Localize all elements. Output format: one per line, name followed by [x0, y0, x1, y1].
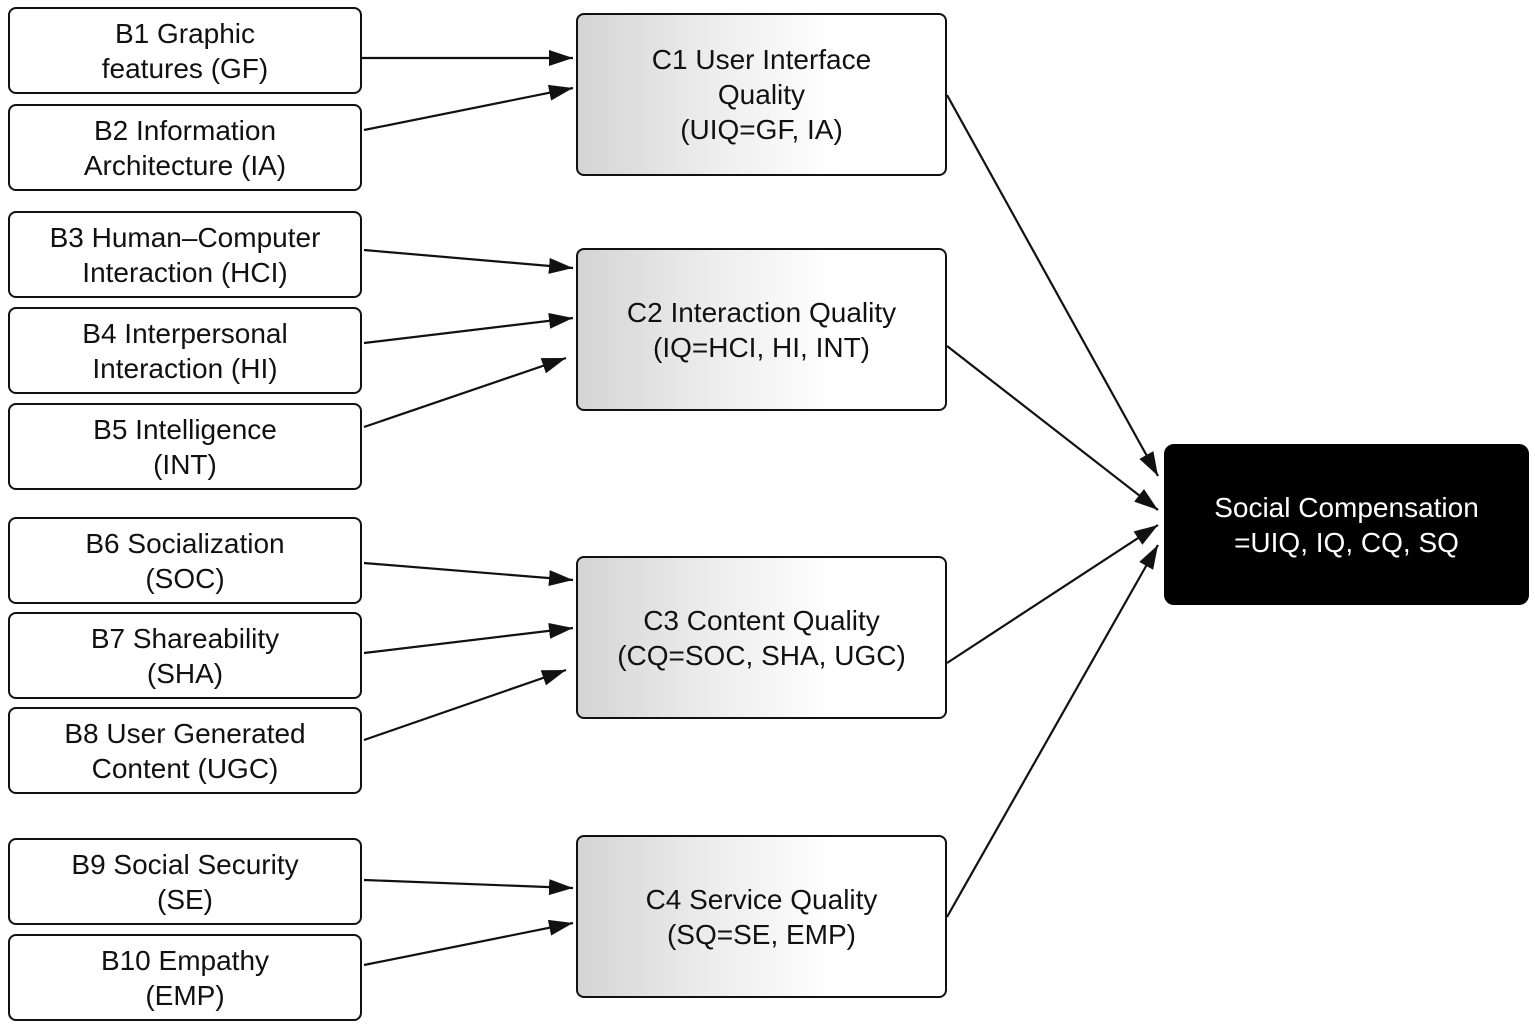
outcome-label-line1: Social Compensation	[1214, 491, 1479, 523]
factor-label-line2: Interaction (HCI)	[82, 256, 288, 288]
arrow-c1-sc	[946, 94, 1159, 477]
arrow-b8-c3	[363, 668, 567, 742]
factor-label-line2: (SOC)	[145, 562, 225, 594]
outcome-label-line2: =UIQ, IQ, CQ, SQ	[1234, 526, 1459, 558]
factor-label-line2: Architecture (IA)	[83, 149, 287, 181]
factor-label-line1: B9 Social Security	[71, 848, 299, 880]
dimension-label-line1: C1 User Interface	[651, 44, 872, 75]
dimension-label-line1: C2 Interaction Quality	[626, 296, 897, 328]
arrow-b10-c4	[363, 919, 574, 967]
factor-label-line1: B10 Empathy	[100, 944, 270, 976]
factor-label-line1: B6 Socialization	[85, 527, 285, 559]
factor-label-line1: B2 Information	[93, 114, 277, 146]
factor-label-line1: B3 Human–Computer	[49, 221, 321, 253]
dimension-box-c2: C2 Interaction Quality(IQ=HCI, HI, INT)	[576, 248, 947, 411]
dimension-label-line3: (UIQ=GF, IA)	[680, 114, 843, 145]
dimension-label-line2: (CQ=SOC, SHA, UGC)	[617, 639, 906, 671]
factor-label-line2: (SE)	[157, 883, 213, 915]
outcome-box-social-compensation: Social Compensation=UIQ, IQ, CQ, SQ	[1164, 444, 1529, 605]
arrow-b3-c2	[363, 248, 574, 274]
factor-label-line2: (SHA)	[146, 657, 224, 689]
dimension-label-line1: C3 Content Quality	[643, 604, 880, 636]
arrow-b7-c3	[363, 622, 574, 655]
arrow-b2-c1	[363, 84, 574, 132]
factor-label-line1: B5 Intelligence	[93, 413, 277, 445]
arrow-c3-sc	[946, 524, 1159, 664]
factor-label-line2: features (GF)	[101, 52, 269, 84]
factor-box-b6: B6 Socialization(SOC)	[8, 517, 362, 604]
arrow-c2-sc	[946, 345, 1159, 511]
factor-box-b10: B10 Empathy(EMP)	[8, 934, 362, 1021]
factor-label-line1: B8 User Generated	[64, 717, 306, 749]
factor-box-b9: B9 Social Security(SE)	[8, 838, 362, 925]
arrow-b6-c3	[363, 561, 574, 587]
factor-box-b5: B5 Intelligence(INT)	[8, 403, 362, 490]
arrow-b5-c2	[363, 356, 567, 429]
factor-label-line1: B1 Graphic	[114, 17, 256, 49]
dimension-box-c3: C3 Content Quality(CQ=SOC, SHA, UGC)	[576, 556, 947, 719]
arrow-b9-c4	[363, 878, 574, 896]
factor-label-line1: B4 Interpersonal	[82, 317, 288, 349]
arrow-group	[362, 50, 1159, 967]
factor-label-line1: B7 Shareability	[90, 622, 280, 654]
dimension-box-c4: C4 Service Quality(SQ=SE, EMP)	[576, 835, 947, 998]
factor-label-line2: (EMP)	[145, 979, 225, 1011]
factor-label-line2: Interaction (HI)	[92, 352, 278, 384]
dimension-label-line2: (IQ=HCI, HI, INT)	[653, 331, 870, 363]
dimension-label-line1: C4 Service Quality	[645, 883, 878, 915]
factor-box-b7: B7 Shareability(SHA)	[8, 612, 362, 699]
factor-label-line2: Content (UGC)	[91, 752, 279, 784]
arrow-c4-sc	[946, 544, 1159, 918]
dimension-label-line2: (SQ=SE, EMP)	[666, 918, 857, 950]
arrow-b4-c2	[363, 312, 574, 345]
factor-label-line2: (INT)	[153, 448, 217, 480]
dimension-label-line2: Quality	[717, 79, 806, 110]
